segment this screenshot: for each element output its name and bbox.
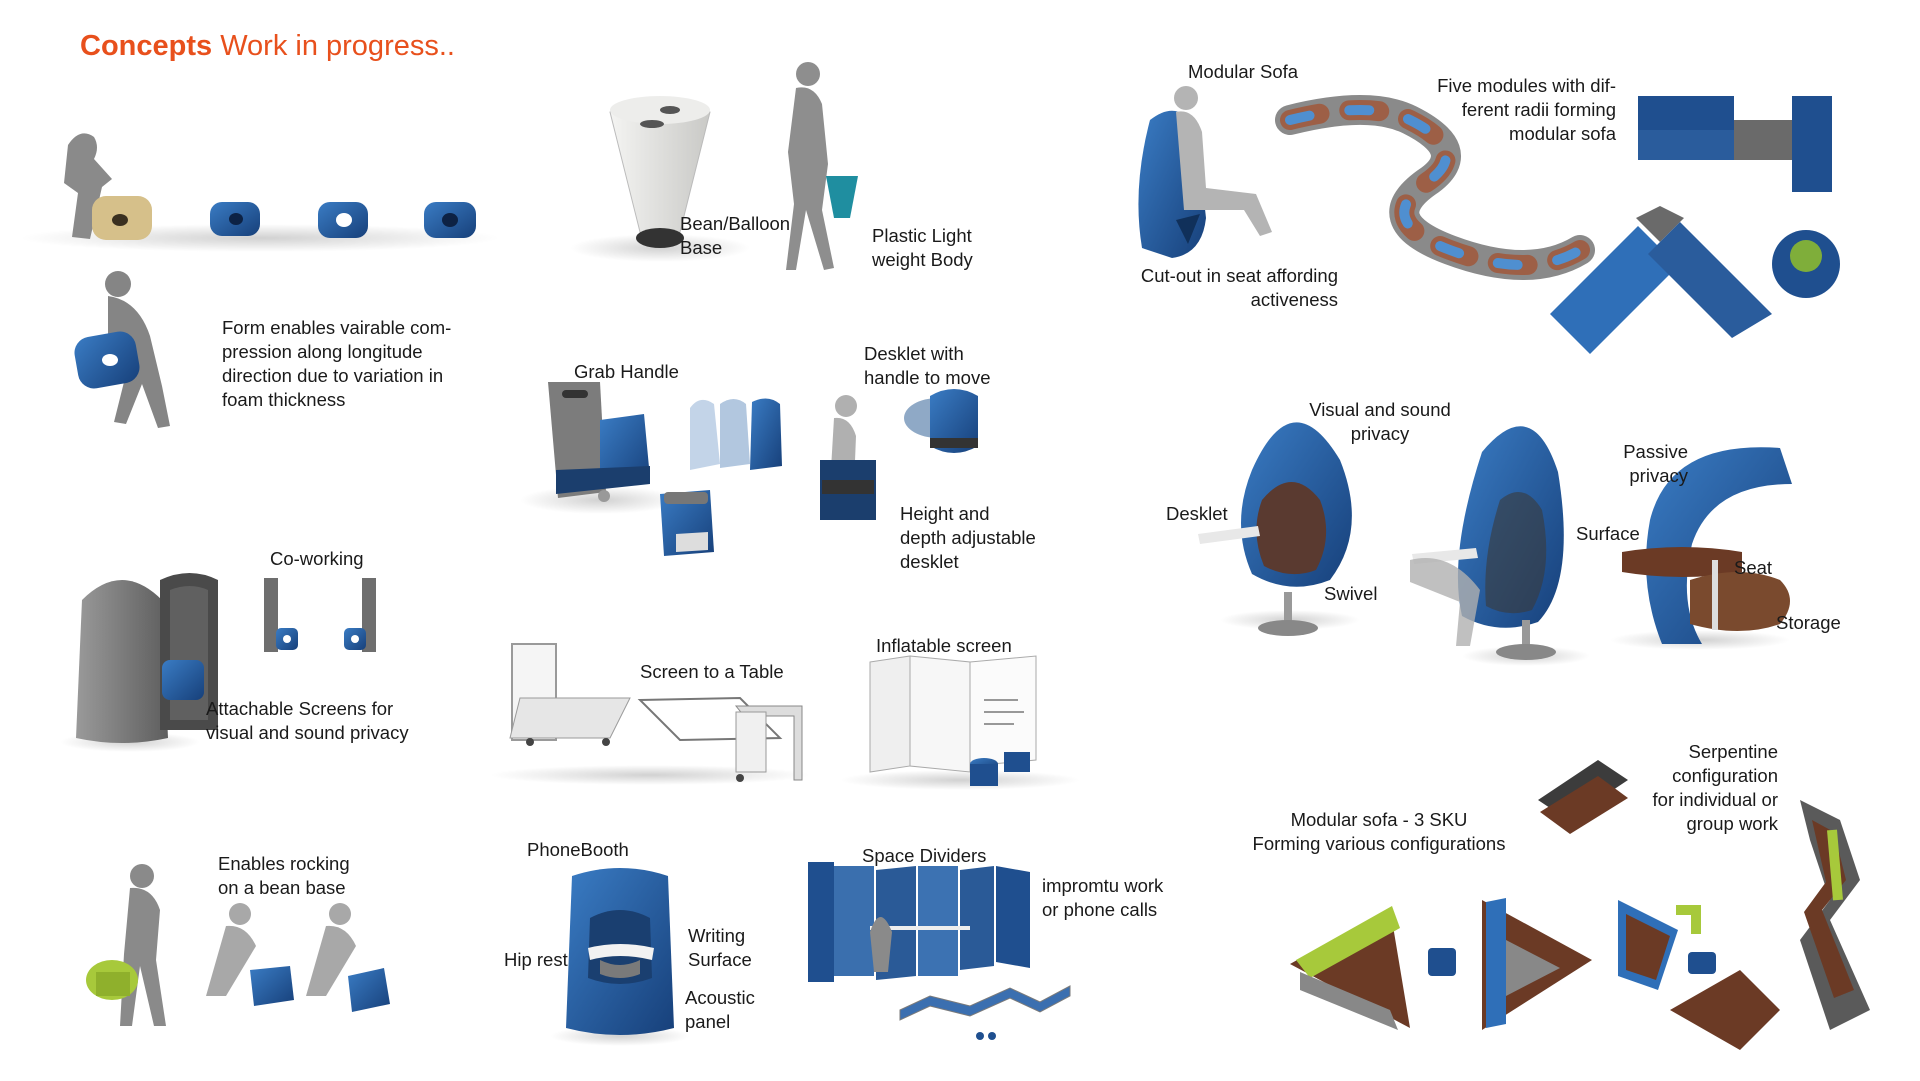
- label-hip-rest: Hip rest: [504, 949, 568, 970]
- modular-sofa-3sku: [1290, 898, 1592, 1030]
- inflatable-screen: [840, 655, 1080, 790]
- screen-to-table: [490, 643, 810, 785]
- label-bean-base: Bean/Balloon Base: [680, 213, 791, 258]
- label-grab-handle: Grab Handle: [574, 361, 679, 382]
- label-desklet-handle: Desklet with handle to move: [864, 343, 991, 388]
- modular-sofa-seat: [1138, 86, 1272, 258]
- title-rest: Work in progress..: [220, 30, 455, 62]
- label-height-desklet: Height and depth adjustable desklet: [900, 503, 1036, 572]
- egg-chairs: [1198, 422, 1590, 666]
- bean-stools: [20, 133, 500, 252]
- title-bold: Concepts: [80, 30, 213, 62]
- coworking-screens: [60, 573, 376, 752]
- label-surface: Surface: [1576, 523, 1640, 544]
- five-modules-sofa: [1550, 96, 1840, 354]
- passive-privacy-chair: [1610, 447, 1792, 650]
- label-co-working: Co-working: [270, 548, 364, 569]
- label-seat: Seat: [1734, 557, 1773, 578]
- label-form: Form enables vairable com- pression alon…: [222, 317, 452, 410]
- folding-stools: [690, 398, 782, 470]
- label-space-dividers: Space Dividers: [862, 845, 987, 866]
- rocking-bean: [86, 864, 390, 1026]
- person-lifting-stool: [74, 271, 170, 428]
- label-serpentine: Serpentine configuration for individual …: [1652, 741, 1778, 834]
- label-modular-3sku: Modular sofa - 3 SKU Forming various con…: [1252, 809, 1506, 854]
- label-impromptu: impromtu work or phone calls: [1042, 875, 1164, 920]
- label-passive: Passive privacy: [1623, 441, 1688, 486]
- label-modular-sofa: Modular Sofa: [1188, 61, 1299, 82]
- label-rocking: Enables rocking on a bean base: [218, 853, 350, 898]
- label-five-modules: Five modules with dif- ferent radii form…: [1437, 75, 1616, 144]
- label-visual-sound: Visual and sound privacy: [1309, 399, 1451, 444]
- phone-booth: [550, 868, 690, 1046]
- page-title: Concepts Work in progress..: [80, 30, 455, 63]
- serpentine-configuration: [1538, 760, 1870, 1050]
- label-acoustic: Acoustic panel: [685, 987, 755, 1032]
- label-attachable: Attachable Screens for visual and sound …: [206, 698, 409, 743]
- label-cutout: Cut-out in seat affording activeness: [1140, 265, 1338, 310]
- label-storage: Storage: [1776, 612, 1841, 633]
- label-phonebooth: PhoneBooth: [527, 839, 629, 860]
- label-screen-table: Screen to a Table: [640, 661, 784, 682]
- label-writing-surface: Writing Surface: [688, 925, 752, 970]
- label-inflatable: Inflatable screen: [876, 635, 1012, 656]
- grab-handle-stool: [520, 382, 714, 556]
- serpentine-sofa-top: [1275, 95, 1595, 280]
- label-desklet: Desklet: [1166, 503, 1228, 524]
- bean-balloon-stool: [570, 96, 750, 262]
- space-dividers: [808, 862, 1071, 1040]
- woman-carrying-stool: [786, 62, 858, 270]
- label-plastic-body: Plastic Light weight Body: [872, 225, 973, 270]
- label-swivel: Swivel: [1324, 583, 1378, 604]
- person-with-desklet: [820, 389, 978, 520]
